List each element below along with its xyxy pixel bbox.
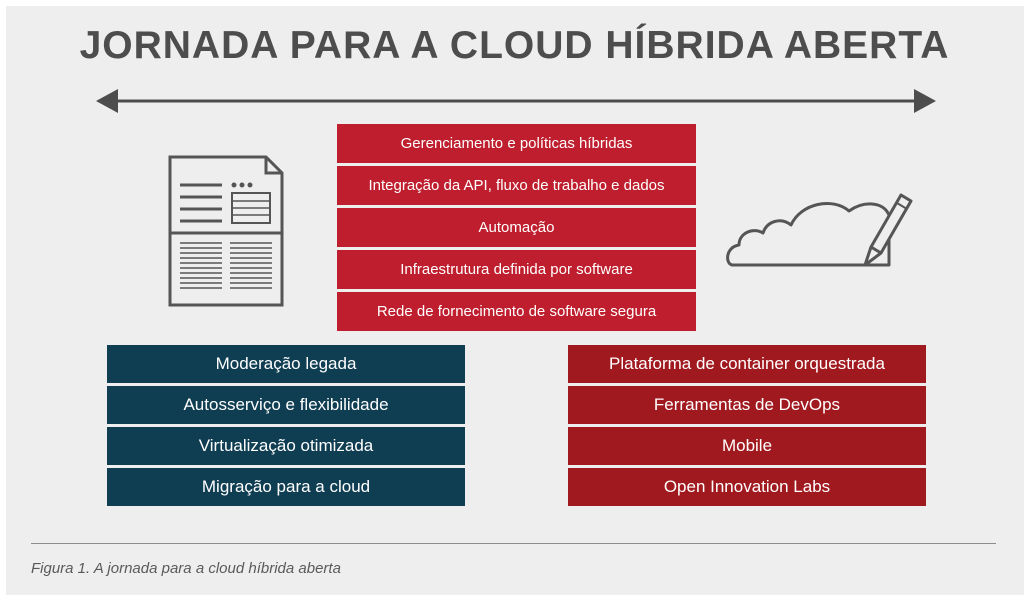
left-bar: Autosserviço e flexibilidade bbox=[107, 386, 465, 424]
double-headed-arrow-icon bbox=[96, 89, 936, 113]
right-bar: Ferramentas de DevOps bbox=[568, 386, 926, 424]
caption-divider bbox=[31, 543, 996, 544]
left-bar: Moderação legada bbox=[107, 345, 465, 383]
right-bar: Mobile bbox=[568, 427, 926, 465]
figure-caption: Figura 1. A jornada para a cloud híbrida… bbox=[31, 560, 341, 577]
left-legacy-stack: Moderação legada Autosserviço e flexibil… bbox=[107, 345, 465, 509]
diagram-title: JORNADA PARA A CLOUD HÍBRIDA ABERTA bbox=[79, 24, 950, 67]
right-bar: Plataforma de container orquestrada bbox=[568, 345, 926, 383]
center-bar: Rede de fornecimento de software segura bbox=[337, 292, 696, 331]
left-bar: Virtualização otimizada bbox=[107, 427, 465, 465]
right-bar: Open Innovation Labs bbox=[568, 468, 926, 506]
center-capability-stack: Gerenciamento e políticas híbridas Integ… bbox=[337, 124, 696, 334]
right-modern-stack: Plataforma de container orquestrada Ferr… bbox=[568, 345, 926, 509]
center-bar: Integração da API, fluxo de trabalho e d… bbox=[337, 166, 696, 205]
center-bar: Automação bbox=[337, 208, 696, 247]
cloud-pencil-icon bbox=[726, 193, 913, 267]
document-icon bbox=[168, 155, 284, 307]
left-bar: Migração para a cloud bbox=[107, 468, 465, 506]
center-bar: Gerenciamento e políticas híbridas bbox=[337, 124, 696, 163]
center-bar: Infraestrutura definida por software bbox=[337, 250, 696, 289]
